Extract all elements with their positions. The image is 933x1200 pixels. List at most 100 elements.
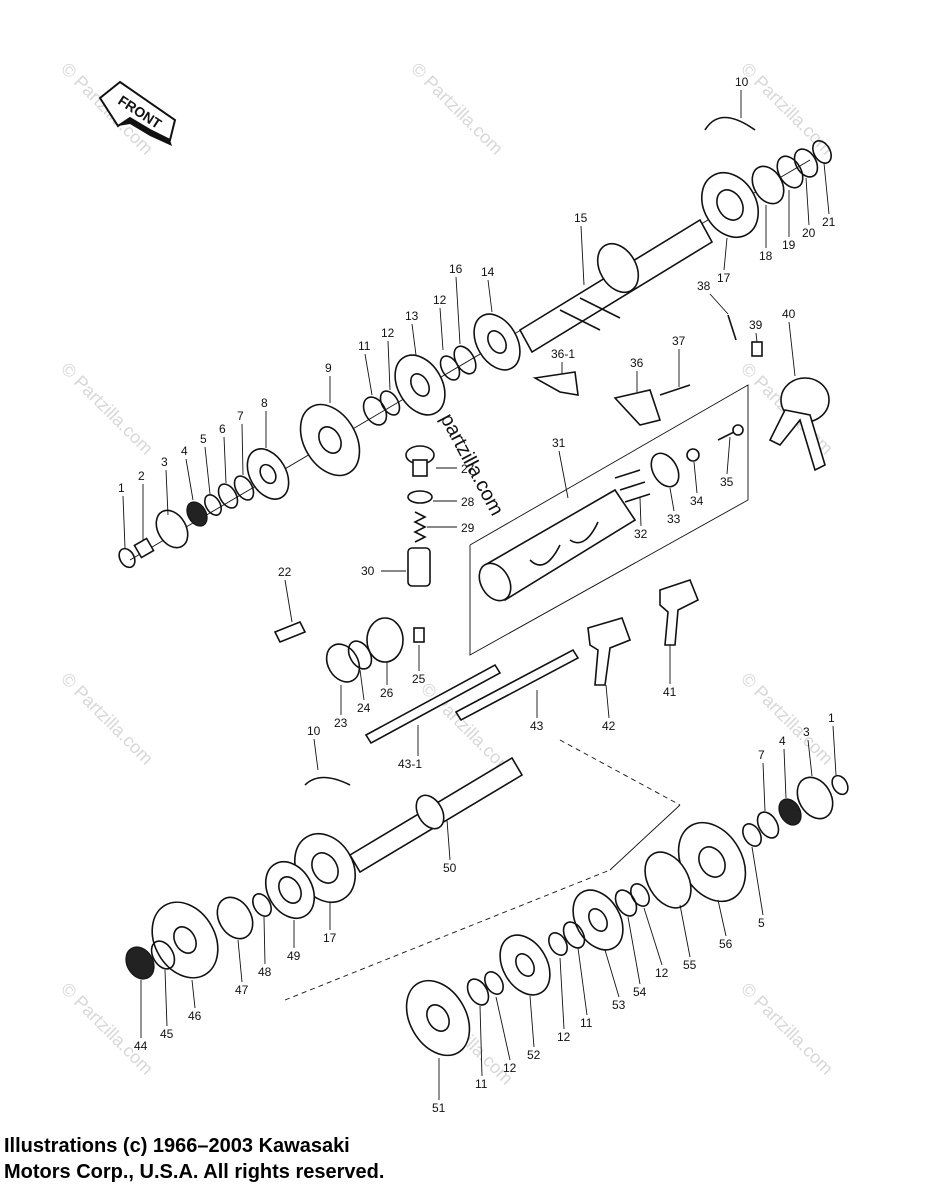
plate-26 xyxy=(366,617,404,663)
washer-11 xyxy=(362,396,388,426)
gear-53 xyxy=(572,889,624,951)
callout: 43 xyxy=(530,719,544,733)
callout: 43-1 xyxy=(398,757,422,771)
callout: 12 xyxy=(381,326,395,340)
callout: 39 xyxy=(749,318,763,332)
circlip-12e xyxy=(484,971,504,995)
callout: 45 xyxy=(160,1027,174,1041)
callout: 18 xyxy=(759,249,773,263)
shift-fork-42 xyxy=(587,617,632,686)
plate-36 xyxy=(613,389,662,426)
callout: 1 xyxy=(828,711,835,725)
ring-49 xyxy=(264,860,316,920)
bearing-3 xyxy=(155,509,189,549)
gear-9 xyxy=(299,403,361,477)
half-ring-10 xyxy=(704,116,756,131)
callout: 32 xyxy=(634,527,648,541)
circlip-1b xyxy=(831,774,849,796)
watermark: © Partzilla.com xyxy=(57,669,157,769)
callout: 6 xyxy=(219,422,226,436)
spring-29 xyxy=(413,511,427,543)
bearing-3b xyxy=(796,776,834,820)
callout: 12 xyxy=(503,1061,517,1075)
gear-13 xyxy=(394,354,446,416)
watermark: © Partzilla.com xyxy=(57,359,157,459)
callout-labels: 1 2 3 4 5 6 7 8 9 10 11 12 12 13 14 15 1… xyxy=(118,75,837,1115)
gear-14 xyxy=(473,313,521,371)
callout: 22 xyxy=(278,565,292,579)
callout: 4 xyxy=(779,734,786,748)
callout: 38 xyxy=(697,279,711,293)
callout: 11 xyxy=(475,1077,488,1091)
shaft-rod-43-1 xyxy=(364,663,502,745)
callout: 30 xyxy=(361,564,375,578)
callout: 24 xyxy=(357,701,371,715)
copyright-line-2: Motors Corp., U.S.A. All rights reserved… xyxy=(4,1161,385,1183)
copyright-line-1: Illustrations (c) 1966–2003 Kawasaki xyxy=(4,1135,350,1157)
gear-52 xyxy=(499,934,551,996)
washer-11b xyxy=(562,921,586,949)
bearing-23 xyxy=(325,643,361,683)
part-39 xyxy=(751,341,763,357)
callout: 37 xyxy=(672,334,686,348)
needle-bearing-4 xyxy=(186,501,208,527)
ring-19 xyxy=(776,155,804,189)
callout: 3 xyxy=(161,455,168,469)
callout: 46 xyxy=(188,1009,202,1023)
callout: 2 xyxy=(138,469,145,483)
callout: 11 xyxy=(580,1016,593,1030)
callout: 16 xyxy=(449,262,463,276)
gear-8 xyxy=(246,448,290,500)
callout: 9 xyxy=(325,361,332,375)
washer-45 xyxy=(150,940,176,970)
shaft-rod-43 xyxy=(454,648,580,722)
callout: 10 xyxy=(307,724,321,738)
circlip-12c xyxy=(630,883,650,907)
callout: 19 xyxy=(782,238,796,252)
callout: 11 xyxy=(358,339,371,353)
callout: 47 xyxy=(235,983,249,997)
callout: 54 xyxy=(633,985,647,999)
washer-11c xyxy=(466,978,490,1006)
copyright-notice: Illustrations (c) 1966–2003 Kawasaki Mot… xyxy=(4,1133,384,1185)
ring-48 xyxy=(252,893,272,917)
callout: 20 xyxy=(802,226,816,240)
callout: 27 xyxy=(461,462,475,476)
callout: 53 xyxy=(612,998,626,1012)
needle-bearing-4b xyxy=(778,798,802,826)
pin-plate-33 xyxy=(650,452,680,488)
bushing-2 xyxy=(133,537,155,559)
callout: 55 xyxy=(683,958,697,972)
bearing-17 xyxy=(700,172,760,238)
watermark: © Partzilla.com xyxy=(407,59,507,159)
output-shaft-assembly xyxy=(125,739,849,1057)
callout: 17 xyxy=(717,271,731,285)
callout: 7 xyxy=(237,409,244,423)
callout: 31 xyxy=(552,436,566,450)
washer-7 xyxy=(233,475,255,501)
callout: 28 xyxy=(461,495,475,509)
circlip-12 xyxy=(439,355,461,381)
callout: 34 xyxy=(690,494,704,508)
oring-28 xyxy=(407,490,433,504)
ring-6 xyxy=(217,483,239,509)
callout: 35 xyxy=(720,475,734,489)
neutral-switch-22 xyxy=(273,620,307,644)
callout: 21 xyxy=(822,215,836,229)
shaft-gear-15 xyxy=(596,242,640,294)
callout: 48 xyxy=(258,965,272,979)
callout: 15 xyxy=(574,211,588,225)
callout: 42 xyxy=(602,719,616,733)
callout: 56 xyxy=(719,937,733,951)
collar-47 xyxy=(216,896,254,940)
callout: 44 xyxy=(134,1039,148,1053)
callout: 10 xyxy=(735,75,749,89)
callout: 14 xyxy=(481,265,495,279)
callout: 7 xyxy=(758,748,765,762)
callout: 29 xyxy=(461,521,475,535)
callout: 8 xyxy=(261,396,268,410)
callout: 23 xyxy=(334,716,348,730)
gear-55 xyxy=(644,851,692,909)
callout: 51 xyxy=(432,1101,446,1115)
